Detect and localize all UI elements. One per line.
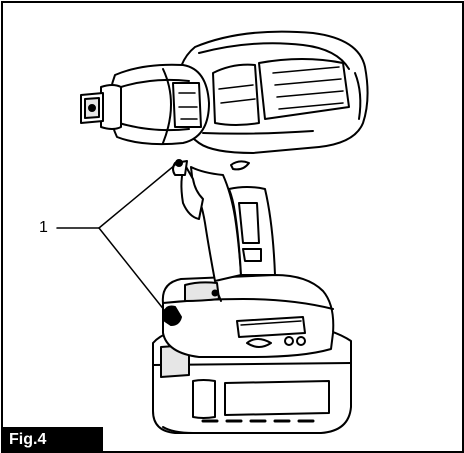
battery-release-lever: [164, 305, 182, 326]
impact-wrench-drawing: [56, 30, 369, 434]
tool-handle: [180, 164, 276, 282]
tool-base: [161, 274, 335, 358]
anvil: [80, 84, 122, 130]
hammer-case: [108, 63, 210, 146]
trigger: [172, 159, 250, 176]
callout-number-1: 1: [39, 219, 48, 236]
callout-leader-lines: [56, 164, 176, 312]
motor-housing: [175, 30, 369, 154]
figure-label: Fig.4: [3, 427, 103, 451]
